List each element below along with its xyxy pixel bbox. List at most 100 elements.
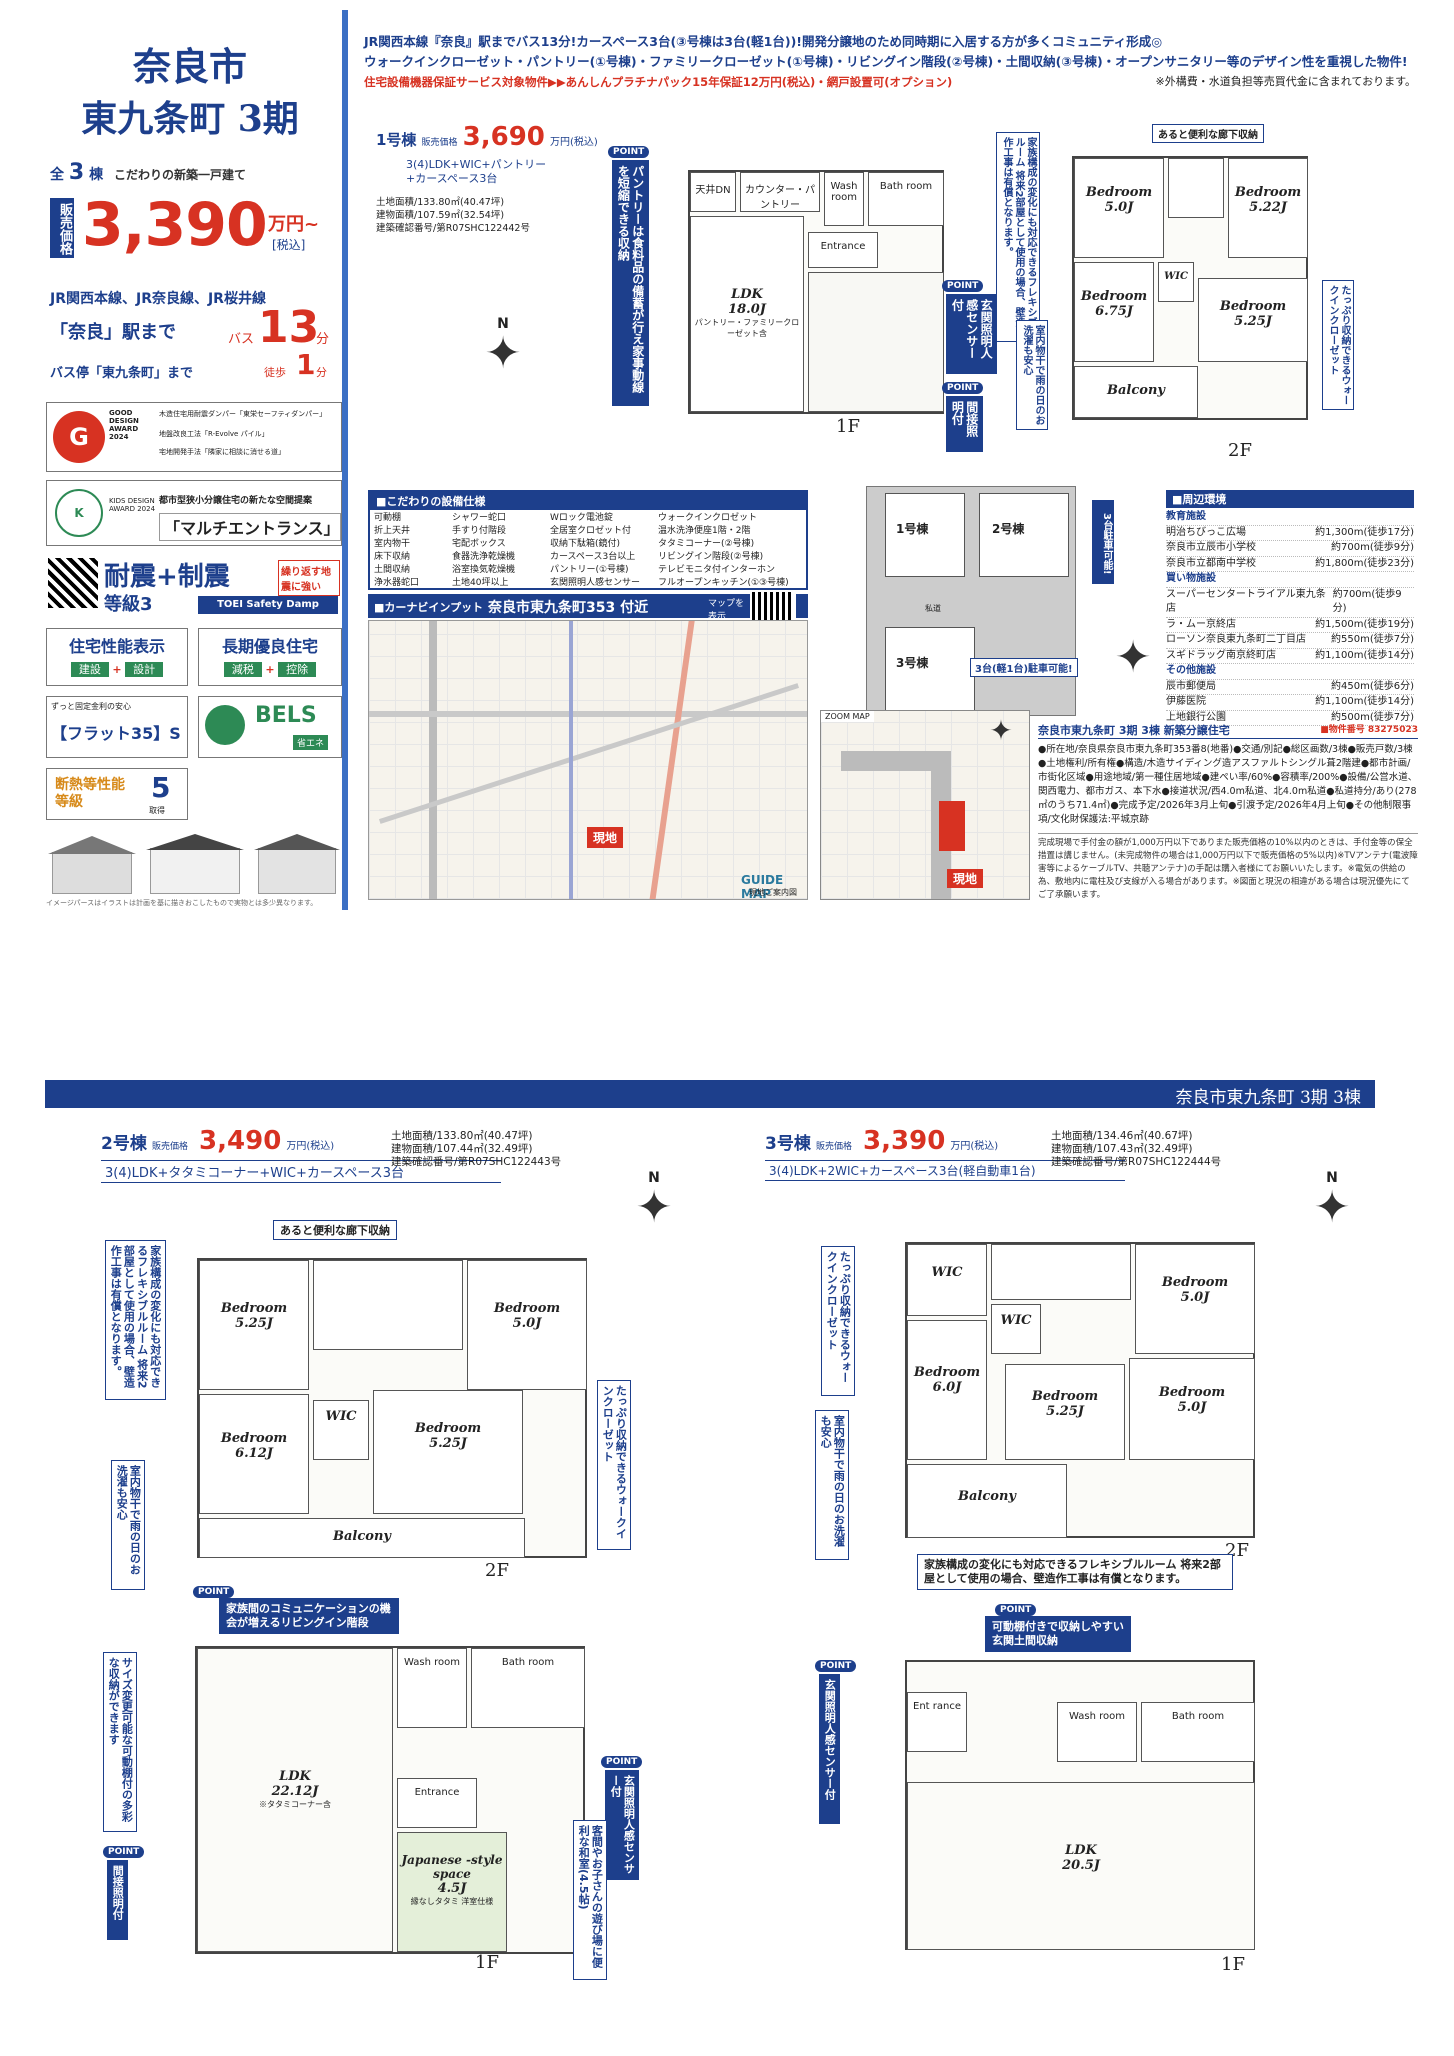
environment-place: その他施設 (1166, 665, 1216, 676)
house1-bedroom1: Bedroom (1085, 185, 1153, 200)
environment-place: 上地銀行公園 (1166, 711, 1226, 723)
house1-price: 3,690 (462, 122, 545, 152)
header-line2: ウォークインクローゼット・パントリー(①号棟)・ファミリークローゼット(①号棟)… (364, 54, 1408, 69)
h2-bedroom1: Bedroom (220, 1301, 288, 1316)
performance-sub2: 設計 (125, 662, 164, 677)
plot-road: 私道 (925, 604, 941, 613)
environment-box: ■周辺環境 教育施設明治ちびっこ広場約1,300m(徒歩17分)奈良市立辰市小学… (1166, 490, 1414, 726)
spec-item: 食器洗浄乾燥機 (452, 552, 516, 562)
house2-specs: 土地面積/133.80㎡(40.47坪) 建物面積/107.44㎡(32.49坪… (391, 1130, 561, 1169)
qr-code-icon (48, 558, 98, 608)
spec-item: 浄水器蛇口 (374, 578, 420, 588)
spec-item: ウォークインクロゼット (658, 513, 758, 523)
h3-bedroom2-size: 6.0J (932, 1380, 962, 1395)
plus-icon: + (265, 663, 275, 676)
note-dry: 室内物干で雨の日のお洗濯も安心 (1016, 320, 1048, 430)
long-term-title: 長期優良住宅 (221, 637, 318, 656)
guide-map[interactable]: 現地 GUIDE MAP 現地ご案内図 (368, 620, 808, 900)
seismic-grade: 等級3 (104, 594, 153, 615)
house1-wash-room: Wash room (830, 181, 858, 203)
bus-unit: 分 (316, 332, 330, 347)
flat35-label: 【フラット35】S (51, 724, 181, 743)
page1-header: JR関西本線『奈良』駅までバス13分!カースペース3台(③号棟は3台(軽1台))… (364, 32, 1424, 92)
house1-name: 1号棟 (376, 131, 417, 149)
point-badge: POINT (608, 146, 650, 158)
house3-name: 3号棟 (765, 1134, 811, 1154)
north-arrow-2: ✦ (1108, 636, 1158, 680)
h3-bedroom3: Bedroom (1031, 1389, 1099, 1404)
h3-balcony: Balcony (958, 1489, 1016, 1504)
environment-title: ■周辺環境 (1166, 490, 1414, 508)
spec-item: 手すり付階段 (452, 526, 507, 536)
h3-ldk-size: 20.5J (1062, 1858, 1100, 1873)
houses-illustration (46, 834, 342, 896)
guide-map-title: GUIDE MAP (741, 873, 784, 900)
h3-wash-room: Wash room (1069, 1711, 1125, 1722)
long-term-badge: 長期優良住宅 減税 + 控除 (198, 628, 342, 686)
count-prefix: 全 (50, 167, 64, 183)
plot-house1: 1号棟 (896, 522, 929, 536)
h2-bedroom2-size: 5.0J (512, 1316, 542, 1331)
seismic-title: 耐震+制震 (104, 562, 230, 592)
environment-place: ラ・ムー京終店 (1166, 618, 1236, 630)
note-flex: 家族構成の変化にも対応できるフレキシブルルーム 将来2部屋として使用の場合、壁造… (996, 132, 1040, 342)
zoom-map-title: ZOOM MAP (821, 711, 874, 722)
safety-damp-label: TOEI Safety Damp (198, 596, 338, 614)
h2-bedroom4-size: 6.12J (235, 1446, 273, 1461)
house1-land: 土地面積/133.80㎡(40.47坪) (376, 197, 505, 208)
point-badge: POINT (601, 1756, 643, 1768)
house2-name: 2号棟 (101, 1134, 147, 1154)
zoom-map[interactable]: ZOOM MAP 現地 (820, 710, 1030, 900)
environment-distance: 約1,100m(徒歩14分) (1315, 696, 1414, 707)
spec-item: パントリー(①号棟) (550, 565, 629, 575)
h3-bedroom4: Bedroom (1158, 1385, 1226, 1400)
bus-label: バス (228, 332, 255, 347)
environment-distance: 約700m(徒歩9分) (1332, 588, 1402, 615)
environment-row: 奈良市立辰市小学校約700m(徒歩9分) (1166, 541, 1414, 557)
h2-bedroom3-size: 5.25J (429, 1436, 467, 1451)
spec-item: 玄関照明人感センサー (550, 578, 641, 588)
spec-item: 収納下駄箱(鏡付) (550, 539, 621, 549)
kids-design-name: 「マルチエントランス」 (159, 513, 341, 541)
spec-item: 温水洗浄便座1階・2階 (658, 526, 751, 536)
h2-bedroom3: Bedroom (414, 1421, 482, 1436)
insulation-grade: 5 (151, 771, 171, 804)
house1-balcony: Balcony (1107, 383, 1165, 398)
h3-bath-room: Bath room (1171, 1711, 1225, 1722)
site-plot-plan: 1号棟 2号棟 私道 3号棟 (866, 486, 1076, 716)
rail-lines: JR関西本線、JR奈良線、JR桜井線 (50, 291, 266, 307)
kids-design-award: K KIDS DESIGN AWARD 2024 都市型狭小分譲住宅の新たな空間… (46, 480, 342, 546)
h2-japanese-room-size: 4.5J (437, 1881, 467, 1896)
spec-item: 土間収納 (374, 565, 411, 575)
environment-row: 買い物施設 (1166, 572, 1414, 588)
environment-distance: 約1,800m(徒歩23分) (1315, 557, 1414, 569)
page2-header-title: 奈良市東九条町 3期 3棟 (1175, 1088, 1361, 1108)
environment-distance: 約550m(徒歩7分) (1331, 634, 1414, 645)
walk-unit: 分 (316, 366, 327, 379)
h3-entrance: Ent rance (913, 1701, 961, 1712)
environment-place: 辰市郵便局 (1166, 680, 1216, 692)
environment-row: その他施設 (1166, 664, 1414, 680)
bus-minutes: 13 (258, 302, 320, 353)
environment-list: 教育施設明治ちびっこ広場約1,300m(徒歩17分)奈良市立辰市小学校約700m… (1166, 510, 1414, 726)
house3-floor1-label: 1F (1221, 1954, 1245, 1975)
spec-item: タタミコーナー(②号棟) (658, 539, 755, 549)
h2-bedroom1-size: 5.25J (235, 1316, 273, 1331)
property-id: ■物件番号 83275023 (1320, 725, 1418, 735)
house1-floor2-label: 2F (1228, 440, 1252, 461)
north-arrow-h3: N✦ (1307, 1170, 1357, 1230)
environment-row: 伊藤医院約1,100m(徒歩14分) (1166, 695, 1414, 711)
area-title: 東九条町 3期 (81, 98, 299, 140)
h2-living-stair-note: 家族間のコミュニケーションの機会が増えるリビングイン階段 (219, 1598, 399, 1634)
house1-bedroom2: Bedroom (1234, 185, 1302, 200)
h3-wic2: WIC (1000, 1313, 1032, 1328)
compass-icon: ✦ (1313, 1182, 1351, 1233)
house2-floor2-label: 2F (485, 1560, 509, 1581)
north-arrow: N✦ (478, 316, 528, 376)
h3-bedroom1: Bedroom (1161, 1275, 1229, 1290)
spec-item: 全居室クロゼット付 (550, 526, 632, 536)
long-term-sub2: 控除 (278, 662, 317, 677)
good-design-text3: 宅地開発手法「隣家に相談に消せる道」 (159, 448, 285, 456)
walk-minutes: 1 (296, 348, 316, 381)
